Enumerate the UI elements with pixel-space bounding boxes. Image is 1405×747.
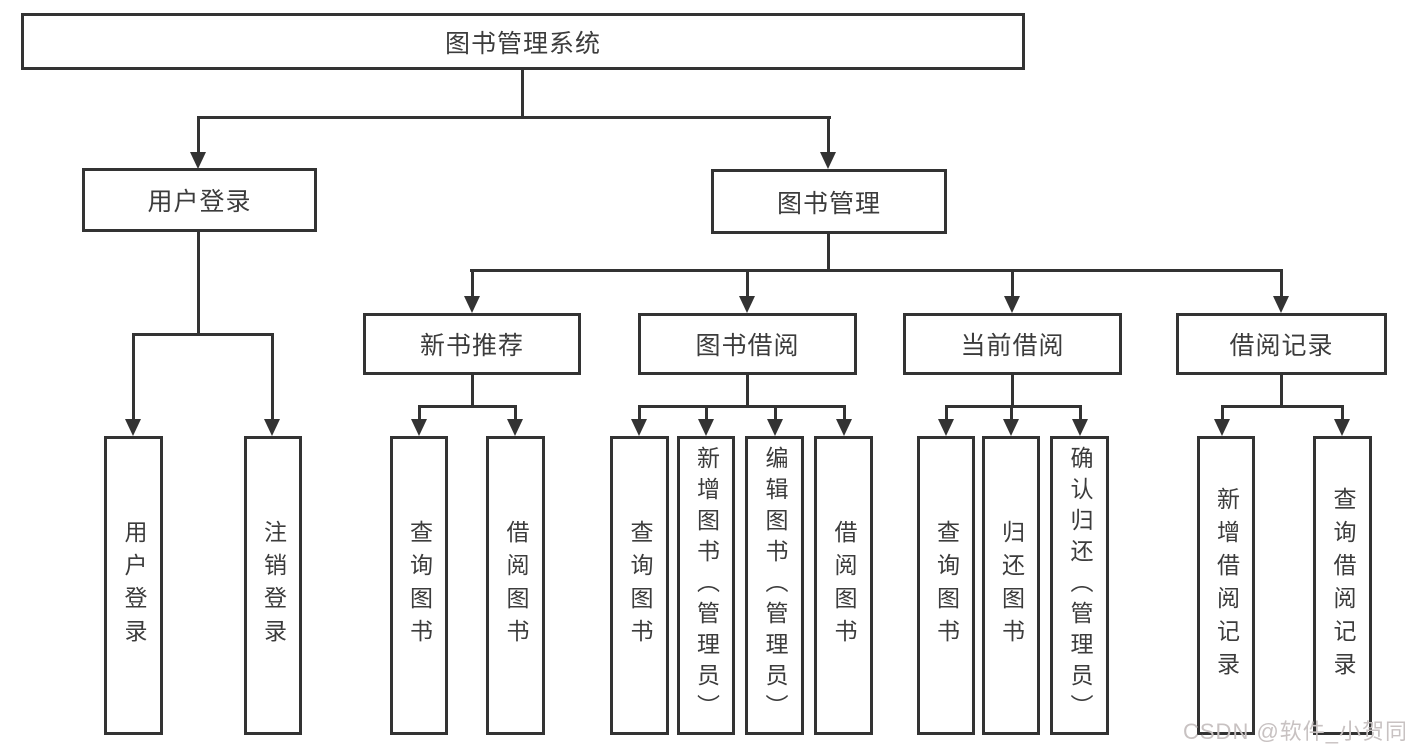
edge-book-borrow-leaf4-stem (843, 405, 846, 421)
edge-book-borrow-leaf3-stem (774, 405, 777, 421)
arrowhead-book-borrow-leaf2 (698, 419, 714, 436)
edge-book-borrow-leaf2-stem (705, 405, 708, 421)
leaf-return-book: 归还图书 (982, 436, 1040, 735)
node-label: 图书管理系统 (444, 29, 601, 58)
leaf-label: 编辑图书（管理员） (762, 446, 788, 725)
edge-current-borrow-leaf3-stem (1079, 405, 1082, 421)
edge-new-book-rail (418, 405, 517, 408)
arrowhead-borrow-records-leaf2 (1334, 419, 1350, 436)
edge-book-management-rail (470, 269, 1283, 272)
edge-borrow-records-leaf1-stem (1221, 405, 1224, 421)
edge-current-borrow-stem2 (1011, 375, 1014, 408)
edge-to-user-login-stem (197, 116, 200, 154)
leaf-edit-book-admin: 编辑图书（管理员） (745, 436, 804, 735)
edge-root-stem (521, 69, 524, 118)
leaf-add-borrow-record: 新增借阅记录 (1197, 436, 1255, 735)
node-borrowing-records: 借阅记录 (1176, 313, 1387, 375)
csdn-watermark: CSDN @软件_小贺同学 (1183, 719, 1405, 744)
edge-new-book-stem (471, 375, 474, 408)
edge-new-book-leaf2-stem (514, 405, 517, 421)
arrowhead-new-book-leaf2 (507, 419, 523, 436)
leaf-label: 查询图书 (627, 519, 653, 652)
node-label: 图书借阅 (695, 332, 800, 360)
edge-new-book-leaf1-stem (418, 405, 421, 421)
arrowhead-current-borrow-leaf2 (1003, 419, 1019, 436)
edge-to-book-borrow-stem (746, 269, 749, 297)
edge-current-borrow-rail (945, 405, 1082, 408)
arrowhead-current-borrow-leaf3 (1072, 419, 1088, 436)
node-library-management-system: 图书管理系统 (21, 13, 1025, 70)
leaf-query-borrow-record: 查询借阅记录 (1313, 436, 1372, 735)
arrowhead-to-borrow-records (1273, 296, 1289, 313)
leaf-query-books-borrow: 查询图书 (610, 436, 669, 735)
leaf-label: 新增图书（管理员） (693, 446, 720, 725)
leaf-query-books-current: 查询图书 (917, 436, 975, 735)
edge-book-borrow-leaf1-stem (638, 405, 641, 421)
arrowhead-to-leaf-user-login (125, 419, 141, 436)
edge-to-book-management-stem (827, 116, 830, 154)
arrowhead-book-borrow-leaf3 (767, 419, 783, 436)
arrowhead-book-borrow-leaf4 (836, 419, 852, 436)
leaf-label: 归还图书 (998, 519, 1025, 652)
node-new-book-recommendation: 新书推荐 (363, 313, 581, 375)
edge-current-borrow-leaf2-stem (1010, 405, 1013, 421)
leaf-label: 借阅图书 (831, 519, 857, 652)
leaf-label: 注销登录 (260, 519, 287, 652)
edge-borrow-records-rail (1221, 405, 1344, 408)
arrowhead-to-book-management (820, 152, 836, 169)
leaf-label: 查询图书 (406, 519, 433, 652)
leaf-add-book-admin: 新增图书（管理员） (677, 436, 735, 735)
arrowhead-to-new-book (464, 296, 480, 313)
arrowhead-book-borrow-leaf1 (631, 419, 647, 436)
leaf-confirm-return-admin: 确认归还（管理员） (1050, 436, 1109, 735)
arrowhead-current-borrow-leaf1 (938, 419, 954, 436)
leaf-borrow-books-recommend: 借阅图书 (486, 436, 545, 735)
edge-book-borrow-stem2 (746, 375, 749, 408)
edge-to-new-book-stem (471, 269, 474, 297)
leaf-borrow-books: 借阅图书 (814, 436, 873, 735)
leaf-label: 新增借阅记录 (1213, 486, 1240, 685)
arrowhead-borrow-records-leaf1 (1214, 419, 1230, 436)
node-label: 借阅记录 (1229, 332, 1334, 360)
edge-user-login-rail (132, 333, 274, 336)
leaf-user-login: 用户登录 (104, 436, 163, 735)
node-user-login: 用户登录 (82, 168, 317, 232)
leaf-label: 查询借阅记录 (1330, 486, 1356, 685)
edge-current-borrow-leaf1-stem (945, 405, 948, 421)
arrowhead-to-book-borrow (739, 296, 755, 313)
node-label: 图书管理 (776, 189, 881, 218)
edge-to-leaf-logout-stem (271, 333, 274, 421)
arrowhead-to-user-login (190, 152, 206, 169)
edge-to-current-borrow-stem (1011, 269, 1014, 297)
node-book-borrowing: 图书借阅 (638, 313, 857, 375)
leaf-label: 查询图书 (933, 519, 960, 652)
node-label: 新书推荐 (419, 332, 524, 360)
edge-borrow-records-stem2 (1280, 375, 1283, 408)
edge-root-rail (197, 116, 831, 119)
edge-to-borrow-records-stem (1280, 269, 1283, 297)
arrowhead-new-book-leaf1 (411, 419, 427, 436)
leaf-label: 确认归还（管理员） (1067, 446, 1093, 725)
arrowhead-to-leaf-logout (264, 419, 280, 436)
edge-book-management-stem (827, 233, 830, 272)
arrowhead-to-current-borrow (1004, 296, 1020, 313)
node-current-borrowing: 当前借阅 (903, 313, 1122, 375)
leaf-query-books-recommend: 查询图书 (390, 436, 448, 735)
leaf-label: 用户登录 (121, 519, 147, 652)
node-label: 当前借阅 (960, 332, 1065, 360)
leaf-label: 借阅图书 (503, 519, 529, 652)
edge-book-borrow-rail (638, 405, 846, 408)
edge-to-leaf-user-login-stem (132, 333, 135, 421)
edge-borrow-records-leaf2-stem (1341, 405, 1344, 421)
node-book-management: 图书管理 (711, 169, 947, 234)
edge-user-login-stem (197, 232, 200, 336)
node-label: 用户登录 (147, 188, 252, 216)
leaf-logout: 注销登录 (244, 436, 302, 735)
